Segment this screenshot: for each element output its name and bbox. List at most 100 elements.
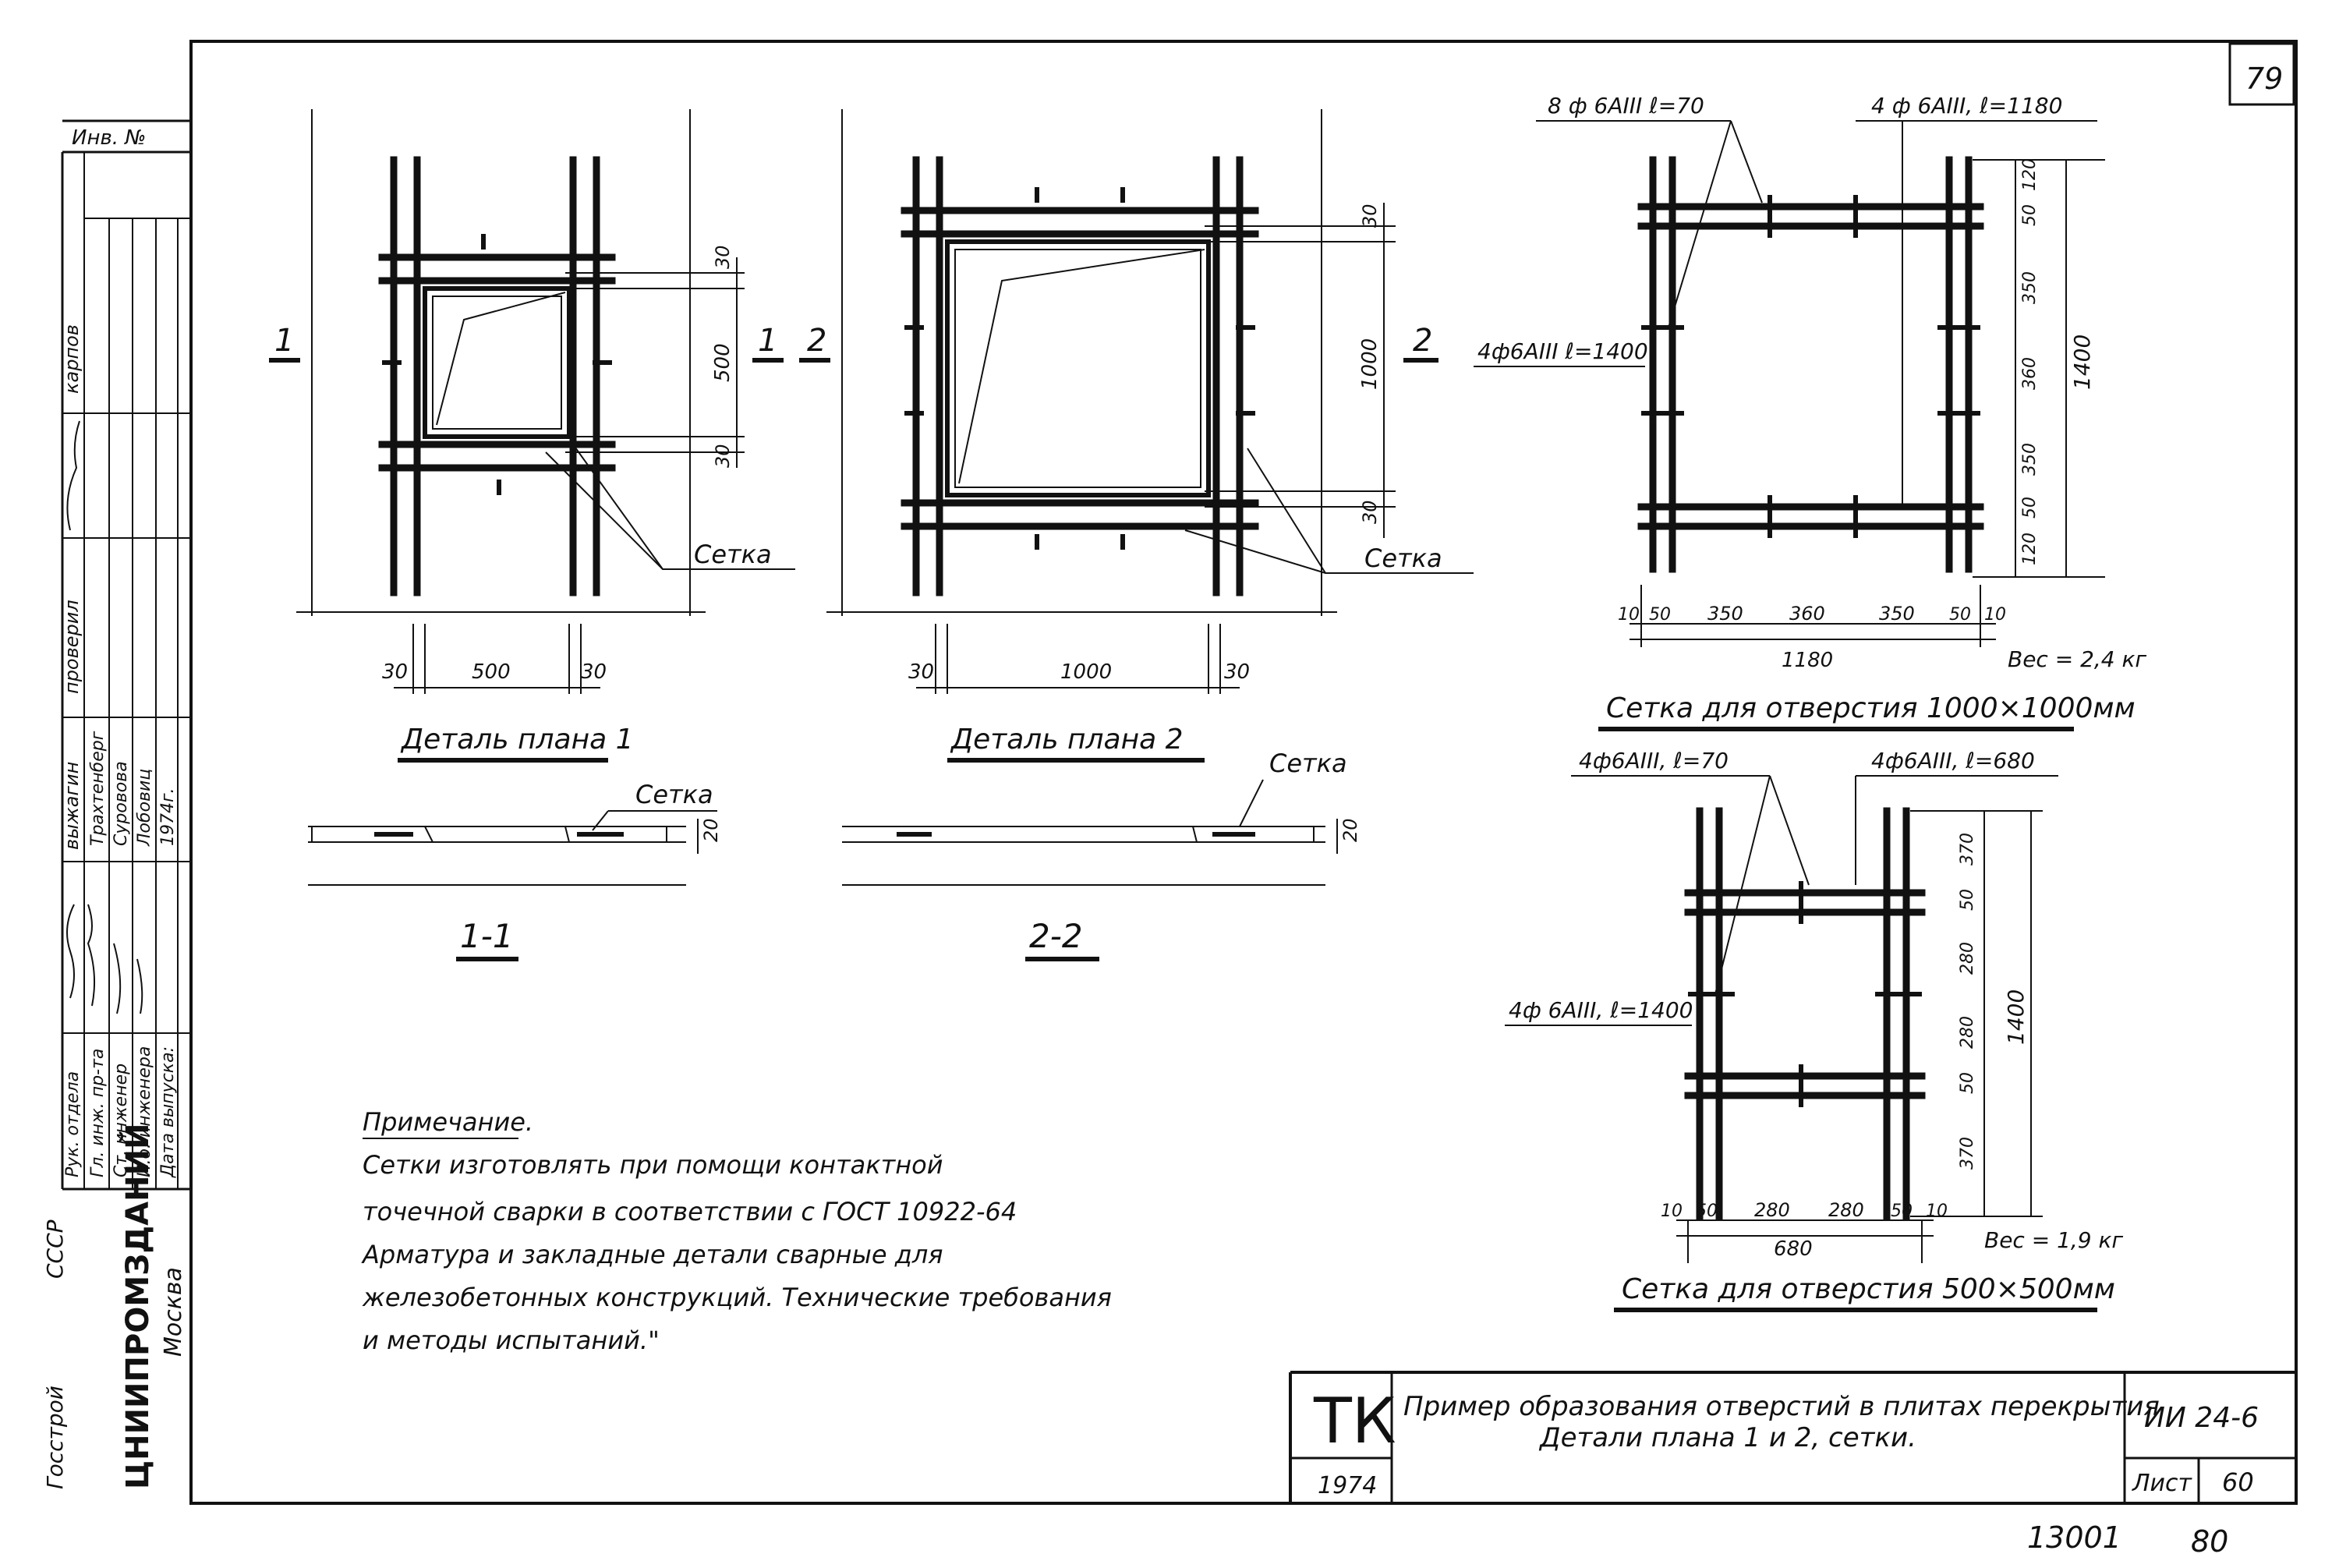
m1-dim-v-1: 50	[2020, 204, 2040, 226]
stamp-role-0: Рук. отдела	[63, 1071, 83, 1177]
m1-dim-h-6: 10	[1984, 605, 2006, 625]
m2-dim-v-0: 370	[1958, 833, 1977, 865]
s22-label: Сетка	[1269, 749, 1347, 778]
note-line-0: Сетки изготовлять при помощи контактной	[363, 1150, 943, 1180]
s11-dim: 20	[700, 818, 722, 842]
d2-dim-h-0: 30	[908, 660, 934, 684]
stamp-name-3: 1974г.	[158, 788, 178, 846]
m1-dim-h-5: 50	[1949, 605, 1971, 625]
note-line-2: Арматура и закладные детали сварные для	[361, 1240, 943, 1269]
d1-dim-v-2: 30	[712, 444, 734, 468]
m1-dim-v-5: 50	[2020, 497, 2040, 519]
tb-mark: ТК	[1313, 1385, 1396, 1457]
d2-title: Деталь плана 2	[950, 724, 1184, 756]
m1-dim-h-0: 10	[1618, 605, 1640, 625]
d1-section-right: 1	[758, 323, 777, 359]
note: Примечание. Сетки изготовлять при помощи…	[361, 1107, 1112, 1355]
m2-dim-h-5: 10	[1926, 1202, 1948, 1221]
tb-title-line1: Пример образования отверстий в плитах пе…	[1403, 1391, 2160, 1422]
tb-year: 1974	[1318, 1472, 1377, 1499]
m1-dim-v-6: 120	[2020, 533, 2040, 565]
m2-dim-h-3: 280	[1828, 1199, 1864, 1221]
d2-section-right: 2	[1413, 323, 1432, 359]
stamp-name-1: Суровова	[111, 761, 131, 846]
m1-dim-v-4: 350	[2020, 443, 2040, 476]
left-stamp: Инв. № карпов проверил выжагин Рук. отде…	[42, 119, 193, 1503]
note-line-1: точечной сварки в соответствии с ГОСТ 10…	[363, 1197, 1017, 1226]
m1-dim-h-3: 360	[1789, 603, 1825, 625]
tb-sheet-no: 60	[2222, 1467, 2254, 1497]
m2-dim-h-1: 50	[1696, 1202, 1718, 1221]
tb-doc-code: ИИ 24-6	[2144, 1402, 2259, 1434]
m1-dim-v-3: 360	[2020, 357, 2040, 390]
m2-callout-left: 4ф 6АIII, ℓ=1400	[1509, 997, 1693, 1023]
sheet-frame	[189, 40, 2298, 1505]
m1-callout-left: 4ф6АIII ℓ=1400	[1477, 338, 1648, 364]
m1-dim-total-h: 1180	[1782, 649, 1833, 672]
m2-dim-v-1: 50	[1958, 889, 1977, 911]
d1-leader-label: Сетка	[694, 540, 772, 569]
m1-dim-v-0: 120	[2020, 158, 2040, 191]
bottom-number-right: 80	[2191, 1524, 2228, 1559]
mesh-1000: 8 ф 6АIII ℓ=70 4 ф 6АIII, ℓ=1180 4ф6АIII…	[1474, 93, 2146, 731]
org-country: СССР	[42, 1219, 68, 1279]
m2-callout-top-right: 4ф6АIII, ℓ=680	[1871, 748, 2035, 773]
note-heading: Примечание.	[363, 1107, 533, 1137]
section-1-1: Сетка 20 1-1	[308, 780, 722, 961]
m2-dim-v-3: 280	[1958, 1016, 1977, 1049]
org-name: ЦНИИПРОМЗДАНИЙ	[119, 1123, 156, 1489]
d2-dim-v-2: 30	[1359, 500, 1381, 524]
m1-weight: Вес = 2,4 кг	[2008, 646, 2146, 672]
m2-dim-v-2: 280	[1958, 942, 1977, 975]
stamp-role-karpov: карпов	[61, 324, 83, 394]
signatures	[66, 904, 143, 1014]
m1-dim-h-2: 350	[1707, 603, 1743, 625]
bottom-number-left: 13001	[2027, 1520, 2121, 1555]
stamp-role-checked: проверил	[61, 600, 83, 694]
stamp-role-1: Гл. инж. пр-та	[88, 1049, 108, 1177]
note-line-3: железобетонных конструкций. Технические …	[362, 1283, 1112, 1312]
d1-section-left: 1	[274, 323, 294, 359]
d2-dim-v-0: 30	[1359, 204, 1381, 228]
m2-weight: Вес = 1,9 кг	[1984, 1227, 2123, 1253]
d1-dim-h-2: 30	[581, 660, 607, 684]
s22-title: 2-2	[1029, 917, 1083, 955]
stamp-role-3: И.о. инженера	[135, 1046, 154, 1177]
m2-dim-v-4: 50	[1958, 1072, 1977, 1094]
d2-dim-h-2: 30	[1224, 660, 1250, 684]
inv-no: Инв. №	[72, 126, 146, 150]
d1-dim-h-1: 500	[472, 660, 511, 684]
m1-dim-h-4: 350	[1879, 603, 1915, 625]
s11-title: 1-1	[460, 917, 514, 955]
title-block: ТК 1974 Пример образования отверстий в п…	[1289, 1371, 2296, 1503]
m1-callout-top-right: 4 ф 6АIII, ℓ=1180	[1871, 93, 2062, 119]
m2-title: Сетка для отверстия 500×500мм	[1622, 1273, 2115, 1305]
m1-callout-top-left: 8 ф 6АIII ℓ=70	[1548, 93, 1704, 119]
d1-dim-h-0: 30	[382, 660, 408, 684]
signature-checked	[66, 420, 80, 531]
d2-section-left: 2	[807, 323, 826, 359]
page-number-box	[2228, 42, 2295, 106]
m2-callout-top-left: 4ф6АIII, ℓ=70	[1579, 748, 1729, 773]
m1-dim-total-v: 1400	[2069, 334, 2095, 390]
stamp-role-vyzhagin: выжагин	[61, 762, 83, 850]
d2-dim-v-1: 1000	[1358, 338, 1382, 390]
mesh-500: 4ф6АIII, ℓ=70 4ф6АIII, ℓ=680 4ф 6АIII, ℓ…	[1505, 748, 2123, 1312]
d1-title: Деталь плана 1	[400, 724, 634, 756]
d1-dim-v-0: 30	[712, 245, 734, 269]
stamp-role-2: Ст. инженер	[111, 1064, 131, 1177]
section-2-2: Сетка 20 2-2	[842, 749, 1361, 961]
m1-dim-h-1: 50	[1649, 605, 1671, 625]
d2-leader-label: Сетка	[1364, 543, 1442, 573]
m2-dim-h-2: 280	[1754, 1199, 1790, 1221]
stamp-name-0: Трахтенберг	[88, 731, 108, 846]
page-number-top: 79	[2245, 62, 2283, 96]
m2-dim-total-v: 1400	[2003, 989, 2029, 1045]
detail-plan-1: 30 500 30 30 500 30 1 1 Сетка Деталь пла…	[269, 109, 795, 763]
stamp-role-4: Дата выпуска:	[158, 1046, 178, 1178]
note-line-4: и методы испытаний."	[363, 1326, 660, 1355]
s22-dim: 20	[1339, 818, 1361, 842]
m2-dim-h-0: 10	[1661, 1202, 1683, 1221]
stamp-name-2: Лобовиц	[135, 769, 154, 847]
